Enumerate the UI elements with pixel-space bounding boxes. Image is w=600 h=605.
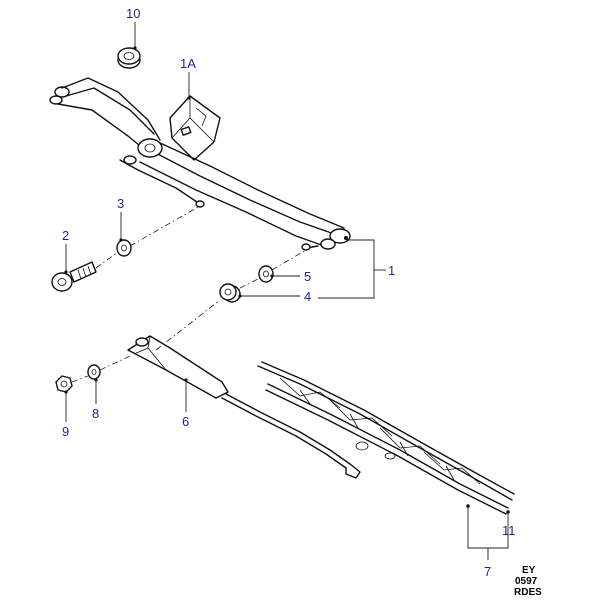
callout-5: 5 [304,269,311,284]
drawing-code: EY 0597 RDES [514,565,542,598]
part-nut-9 [55,375,73,393]
callout-1: 1 [388,263,395,278]
callout-6: 6 [182,414,189,429]
callout-10: 10 [126,6,140,21]
callout-4: 4 [304,289,311,304]
part-wiper-arm-6 [127,335,361,479]
callout-7: 7 [484,564,491,579]
callout-2: 2 [62,228,69,243]
leader-lines [64,22,509,560]
part-washer-5 [258,265,274,283]
callouts: 10 1A 3 2 5 1 4 9 8 6 11 7 [62,6,516,579]
assembly-axis-lines [71,205,307,383]
callout-3: 3 [117,196,124,211]
callout-1a: 1A [180,56,196,71]
part-linkage-1 [49,77,351,251]
part-washer-3 [116,239,132,257]
part-bolt-2 [51,261,97,292]
part-wiper-blade-7 [257,361,515,515]
part-motor-1a [169,95,221,161]
part-washer-8 [87,364,101,380]
drawing-code-line-1: EY [522,565,536,576]
callout-8: 8 [92,406,99,421]
part-bush-4 [219,283,241,303]
drawing-code-line-2: 0597 [515,576,538,587]
part-grommet-10 [117,47,141,69]
drawing-code-line-3: RDES [514,587,542,598]
callout-11: 11 [502,523,516,538]
callout-9: 9 [62,424,69,439]
